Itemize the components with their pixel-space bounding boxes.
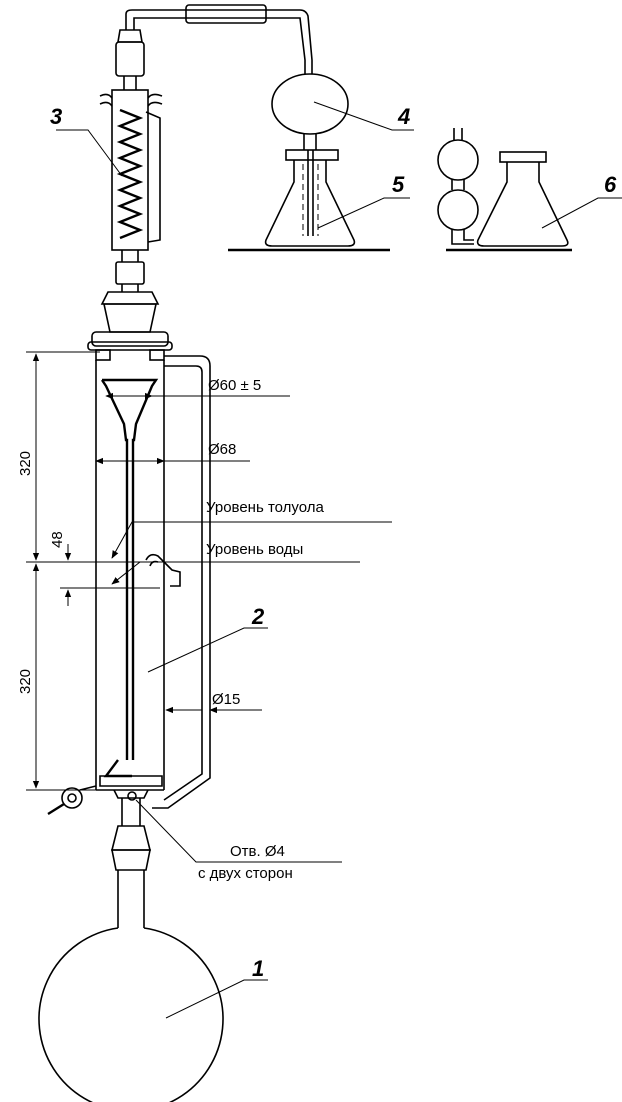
dim-d15-label: Ø15 xyxy=(212,691,240,708)
item-1-number: 1 xyxy=(252,956,264,981)
hole-note-line1: Отв. Ø4 xyxy=(230,843,285,860)
extractor-body xyxy=(95,349,211,809)
water-level-leader xyxy=(111,561,360,585)
dim-height-lower xyxy=(26,563,100,791)
toluene-level-label: Уровень толуола xyxy=(206,499,324,516)
dim-height-lower-label: 320 xyxy=(17,669,34,694)
hole-marker xyxy=(127,791,137,801)
item-2-number: 2 xyxy=(251,604,265,629)
hole-note-line2: с двух сторон xyxy=(198,865,293,882)
item-6-leader xyxy=(541,197,622,229)
water-level-label: Уровень воды xyxy=(206,541,303,558)
reflux-condenser xyxy=(99,29,163,292)
conical-flask-5 xyxy=(228,149,390,252)
separating-funnel xyxy=(271,73,349,236)
dim-d68-label: Ø68 xyxy=(208,441,236,458)
hole-leader xyxy=(135,799,342,863)
item-4-number: 4 xyxy=(397,104,410,129)
dim-height-upper xyxy=(26,351,100,563)
round-bottom-flask xyxy=(38,798,224,1102)
dim-gap-label: 48 xyxy=(49,531,66,548)
extractor-stopper xyxy=(87,291,173,351)
item-5-leader xyxy=(317,197,410,229)
dim-gap xyxy=(60,544,100,606)
item-2-leader xyxy=(147,627,268,673)
connecting-tube xyxy=(125,4,313,74)
item-5-number: 5 xyxy=(392,172,405,197)
toluene-level-leader xyxy=(111,521,392,559)
dim-height-upper-label: 320 xyxy=(17,451,34,476)
item-4-leader xyxy=(313,101,414,131)
dim-d60-label: Ø60 ± 5 xyxy=(208,377,261,394)
item-3-leader xyxy=(56,129,123,177)
drying-tube-and-flask xyxy=(437,128,572,252)
item-6-number: 6 xyxy=(604,172,617,197)
item-1-leader xyxy=(165,979,268,1019)
drain-tap xyxy=(47,785,97,816)
item-3-number: 3 xyxy=(50,104,62,129)
